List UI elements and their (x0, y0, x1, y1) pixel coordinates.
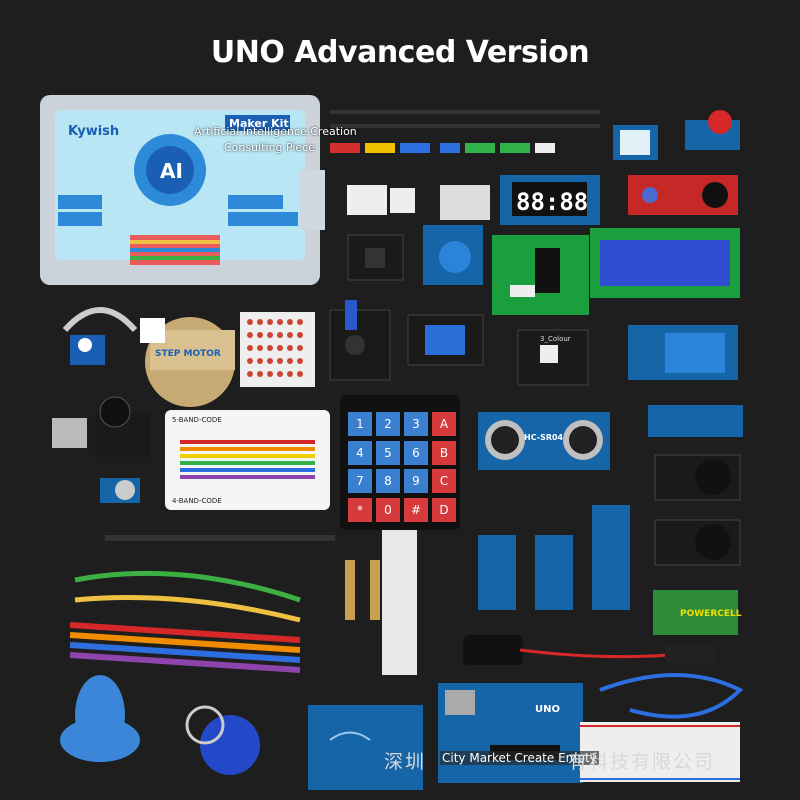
tilt-sensor-module (329, 300, 391, 381)
keypad-key: * (348, 497, 372, 522)
rgb-module-label: 3_Colour (540, 335, 571, 343)
relay-module (407, 314, 484, 366)
storage-box: AI Kywish Maker Kit (40, 95, 325, 285)
rfid-reader-module (308, 705, 423, 790)
fan-blade (60, 675, 140, 762)
keypad-key: 1 (348, 412, 372, 436)
keypad-key: 3 (404, 412, 428, 436)
ultrasonic-sensor: HC-SR04 (478, 412, 610, 470)
jumper-wires (69, 570, 301, 673)
light-sensor-module (535, 535, 573, 610)
servo-motor (70, 335, 105, 365)
brand-logo: Kywish (68, 124, 119, 139)
battery-label: POWERCELL (680, 609, 742, 619)
watermark-cn-right: 有科技有限公司 (568, 751, 716, 773)
keypad-key: 5 (376, 440, 400, 465)
pin-header-strip (105, 535, 335, 541)
card-heading-4band: 4-BAND-CODE (172, 497, 222, 505)
usb-cable (599, 673, 744, 719)
stepper-motor: STEP MOTOR (140, 317, 235, 407)
box-callout-line1: Artificial Intelligence Creation (194, 125, 357, 138)
watermark-en: City Market Create Empty (440, 751, 599, 765)
temperature-sensor-module (613, 125, 658, 160)
ai-logo: AI (160, 159, 183, 183)
keypad-key: 9 (404, 469, 428, 493)
card-heading-5band: 5-BAND-CODE (172, 416, 222, 424)
pin-headers-and-leds (330, 110, 600, 153)
keypad-key: 4 (348, 440, 372, 465)
joystick-module (95, 396, 150, 457)
box-callout-line2: Consulting Piece (224, 141, 315, 154)
ir-receiver-module (347, 234, 404, 281)
keypad-key: B (432, 440, 456, 465)
water-sensor-module (648, 405, 743, 437)
dc-motor (52, 418, 87, 448)
keypad-grid: 1 2 3 A 4 5 6 B 7 8 9 C * 0 # D (348, 412, 456, 522)
buzzer-module (654, 454, 741, 501)
active-buzzer-module (654, 519, 741, 566)
keypad-key: A (432, 412, 456, 436)
uno-label: UNO (535, 704, 560, 715)
lcd-display-module (590, 228, 740, 298)
battery-clip (463, 635, 715, 665)
led-matrix (240, 312, 315, 387)
keypad-key: 0 (376, 497, 400, 522)
keypad-key: 6 (404, 440, 428, 465)
page-title: UNO Advanced Version (210, 35, 590, 70)
keypad-ribbon-cable (382, 530, 417, 675)
watermark-cn-left: 深圳 (384, 751, 427, 773)
keypad-key: 7 (348, 469, 372, 493)
servo-mount-parts (347, 185, 490, 220)
ir-obstacle-module (592, 505, 630, 610)
keypad-key: 2 (376, 412, 400, 436)
ultrasonic-label: HC-SR04 (524, 433, 564, 442)
touch-sensor-module (423, 225, 483, 285)
keypad-key: 8 (376, 469, 400, 493)
flame-sensor-module (478, 535, 516, 610)
sound-sensor-module (628, 175, 738, 215)
display-digits: 88:88 (516, 188, 588, 216)
stepper-label: STEP MOTOR (155, 349, 221, 359)
nine-volt-battery: POWERCELL (653, 590, 742, 635)
watermark: 深圳 City Market Create Empty 有科技有限公司 (384, 747, 800, 773)
soil-sensor (345, 560, 380, 620)
bluetooth-module (628, 325, 738, 380)
breadboard (580, 722, 740, 782)
motor-driver-board (492, 235, 589, 315)
resistor-color-card: 5-BAND-CODE 4-BAND-CODE (165, 410, 330, 510)
button-module (685, 110, 740, 150)
potentiometer (100, 478, 140, 503)
keypad-key: D (432, 497, 456, 522)
rgb-led-module: 3_Colour (517, 329, 589, 386)
motor-bracket (62, 307, 138, 333)
maker-kit-label: Maker Kit (229, 117, 289, 130)
seven-segment-display: 88:88 (500, 175, 600, 225)
keypad-key: # (404, 497, 428, 522)
keypad-key: C (432, 469, 456, 493)
rfid-keyfob (185, 705, 260, 775)
